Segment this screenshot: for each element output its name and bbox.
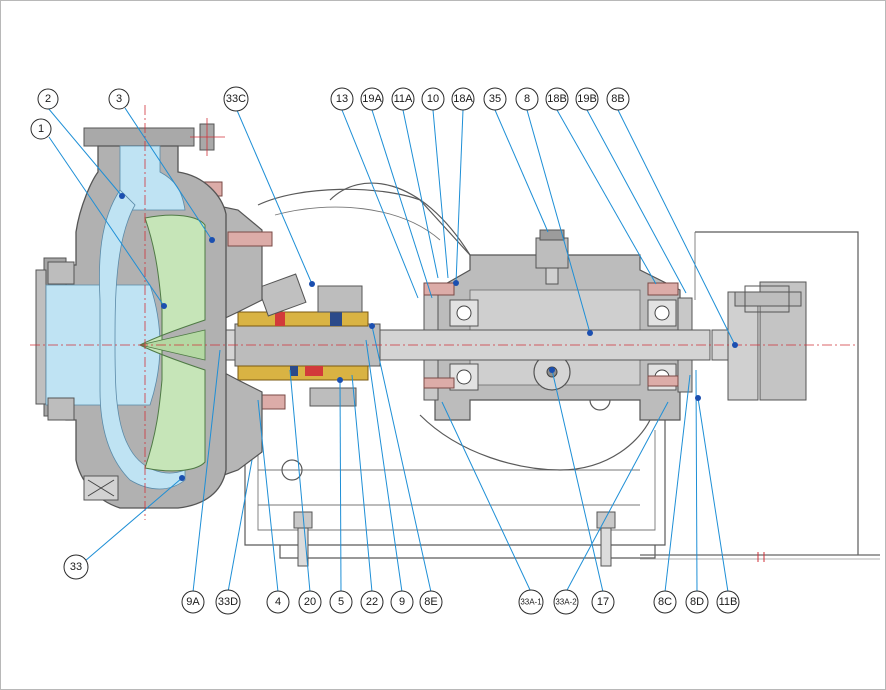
svg-text:33A-2: 33A-2 bbox=[555, 598, 577, 607]
svg-text:19A: 19A bbox=[362, 93, 382, 105]
svg-text:8D: 8D bbox=[690, 596, 704, 608]
svg-text:33A-1: 33A-1 bbox=[520, 598, 542, 607]
callout-8d: 8D bbox=[685, 590, 709, 614]
leader-lines bbox=[47, 107, 736, 593]
callout-19b: 19B bbox=[575, 87, 599, 111]
callout-11a: 11A bbox=[391, 87, 415, 111]
callout-33a-1: 33A-1 bbox=[518, 589, 544, 615]
callout-20: 20 bbox=[298, 590, 322, 614]
svg-text:33D: 33D bbox=[218, 596, 238, 608]
svg-text:33C: 33C bbox=[226, 93, 246, 105]
callout-18a: 18A bbox=[451, 87, 475, 111]
callout-4: 4 bbox=[266, 590, 290, 614]
svg-text:1: 1 bbox=[38, 123, 44, 135]
svg-text:4: 4 bbox=[275, 596, 281, 608]
svg-text:3: 3 bbox=[116, 93, 122, 105]
callout-5: 5 bbox=[329, 590, 353, 614]
callout-33: 33 bbox=[63, 554, 89, 580]
callout-8c: 8C bbox=[653, 590, 677, 614]
coupling-guard bbox=[640, 231, 880, 562]
callout-9a: 9A bbox=[181, 590, 205, 614]
base-frame bbox=[244, 389, 666, 559]
svg-text:19B: 19B bbox=[577, 93, 597, 105]
svg-text:8C: 8C bbox=[658, 596, 672, 608]
svg-text:8B: 8B bbox=[611, 93, 624, 105]
svg-text:11B: 11B bbox=[719, 596, 738, 608]
callout-19a: 19A bbox=[360, 87, 384, 111]
callout-3: 3 bbox=[108, 88, 130, 110]
svg-text:8: 8 bbox=[524, 93, 530, 105]
callout-33c: 33C bbox=[223, 86, 249, 112]
svg-text:5: 5 bbox=[338, 596, 344, 608]
callout-1: 1 bbox=[30, 118, 52, 140]
callout-8b: 8B bbox=[606, 87, 630, 111]
callout-11b: 11B bbox=[716, 590, 740, 614]
callout-2: 2 bbox=[37, 88, 59, 110]
svg-text:22: 22 bbox=[366, 596, 378, 608]
svg-text:8E: 8E bbox=[424, 596, 437, 608]
callout-8e: 8E bbox=[419, 590, 443, 614]
callout-10: 10 bbox=[421, 87, 445, 111]
svg-text:2: 2 bbox=[45, 93, 51, 105]
callout-8: 8 bbox=[515, 87, 539, 111]
callout-18b: 18B bbox=[545, 87, 569, 111]
svg-text:18B: 18B bbox=[547, 93, 567, 105]
callout-33d: 33D bbox=[215, 589, 241, 615]
callout-35: 35 bbox=[483, 87, 507, 111]
svg-text:9A: 9A bbox=[186, 596, 200, 608]
callouts: 2 1 3 33C 13 19A 11A 10 18A 35 8 bbox=[30, 86, 740, 615]
leader-dots bbox=[119, 193, 738, 481]
svg-text:20: 20 bbox=[304, 596, 316, 608]
coupling bbox=[711, 281, 807, 401]
bearing-housing bbox=[257, 182, 693, 421]
callout-13: 13 bbox=[330, 87, 354, 111]
svg-text:10: 10 bbox=[427, 93, 439, 105]
svg-text:17: 17 bbox=[597, 596, 609, 608]
svg-text:13: 13 bbox=[336, 93, 348, 105]
callout-17: 17 bbox=[591, 590, 615, 614]
svg-text:9: 9 bbox=[399, 596, 405, 608]
svg-text:11A: 11A bbox=[394, 93, 413, 105]
svg-text:18A: 18A bbox=[453, 93, 473, 105]
svg-text:33: 33 bbox=[70, 561, 82, 573]
callout-9: 9 bbox=[390, 590, 414, 614]
svg-text:35: 35 bbox=[489, 93, 501, 105]
callout-33a-2: 33A-2 bbox=[553, 589, 579, 615]
callout-22: 22 bbox=[360, 590, 384, 614]
